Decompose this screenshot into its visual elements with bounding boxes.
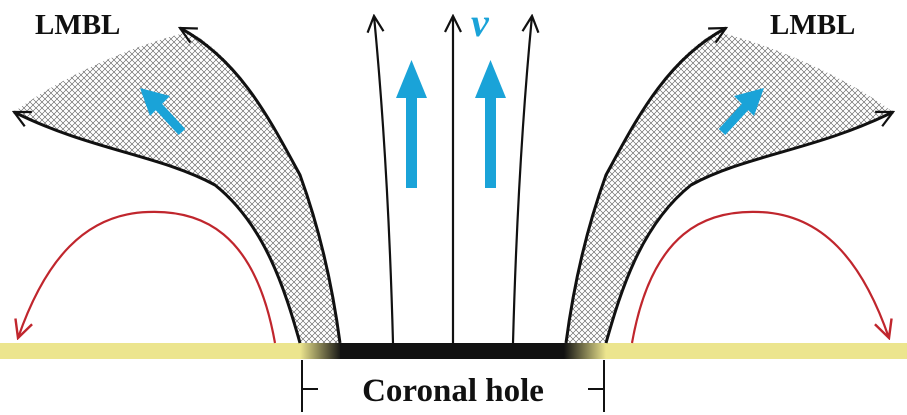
lmbl-left-region bbox=[14, 32, 340, 343]
flow-arrow-center-left bbox=[396, 60, 427, 188]
closed-loop-right bbox=[630, 210, 889, 344]
coronal-hole-bracket bbox=[301, 360, 605, 412]
lmbl-right-region bbox=[566, 32, 893, 343]
hole-fade-right bbox=[564, 343, 606, 359]
flow-arrow-center-right bbox=[475, 60, 506, 188]
lmbl-right-label: LMBL bbox=[770, 9, 855, 41]
lmbl-left-outer-boundary bbox=[14, 110, 302, 344]
velocity-label: v bbox=[471, 0, 490, 45]
closed-loop-left bbox=[18, 210, 277, 344]
lmbl-right-outer-boundary bbox=[604, 110, 893, 344]
hole-fade-left bbox=[300, 343, 342, 359]
flow-arrow-right-diagonal bbox=[718, 88, 764, 136]
coronal-hole-label: Coronal hole bbox=[362, 373, 544, 409]
lmbl-left-label: LMBL bbox=[35, 9, 120, 41]
coronal-hole-base bbox=[340, 343, 566, 359]
open-field-line-right bbox=[511, 16, 532, 344]
flow-arrow-left-diagonal bbox=[140, 88, 186, 136]
open-field-line-left bbox=[374, 16, 395, 344]
lmbl-left-inner-boundary bbox=[180, 26, 342, 344]
lmbl-right-inner-boundary bbox=[564, 26, 726, 344]
